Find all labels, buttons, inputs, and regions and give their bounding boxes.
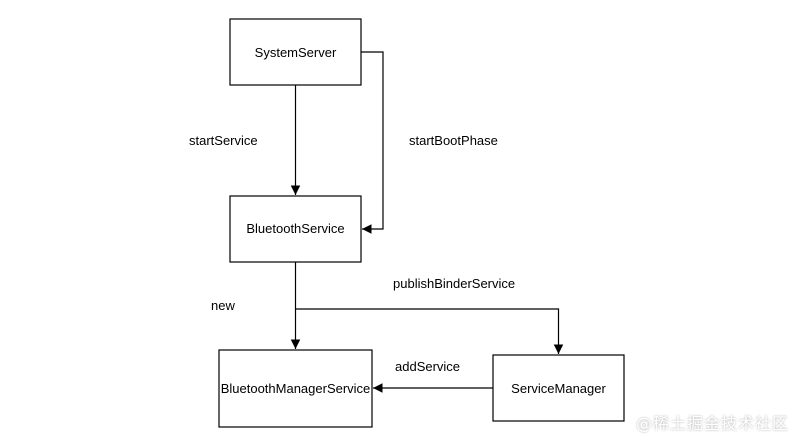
node-service-manager-label: ServiceManager [511,381,606,396]
edge-publish-binder-service: publishBinderService [295,276,564,354]
edge-add-service-label: addService [395,359,460,374]
edge-publish-binder-service-label: publishBinderService [393,276,515,291]
edge-new: new [211,262,301,349]
edge-start-service-label: startService [189,133,258,148]
node-system-server-label: SystemServer [255,45,337,60]
node-bluetooth-manager-service-label: BluetoothManagerService [221,381,371,396]
watermark-text: @稀土掘金技术社区 [635,414,789,433]
edge-add-service: addService [373,359,493,393]
node-bluetooth-service: BluetoothService [229,195,362,263]
edge-start-service: startService [189,85,301,195]
edge-new-label: new [211,298,235,313]
node-bluetooth-service-label: BluetoothService [246,221,344,236]
node-bluetooth-manager-service: BluetoothManagerService [218,349,373,428]
edge-start-boot-phase: startBootPhase [361,51,498,234]
edge-start-boot-phase-label: startBootPhase [409,133,498,148]
node-system-server: SystemServer [229,18,362,86]
node-service-manager: ServiceManager [492,354,625,422]
